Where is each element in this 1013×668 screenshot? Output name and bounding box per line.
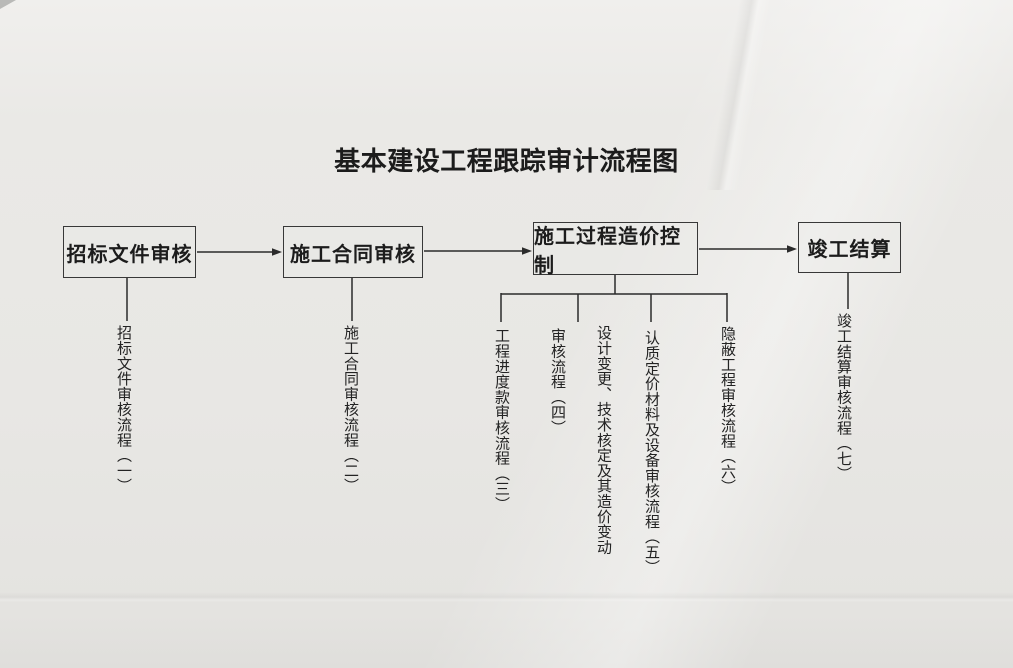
flow-node-label: 施工过程造价控制	[534, 225, 681, 277]
process-label-bidding-document: 招标文件审核流程（一）	[115, 325, 131, 494]
process-label-construction-contract: 施工合同审核流程（二）	[342, 325, 358, 494]
flow-node-label: 招标文件审核	[66, 243, 193, 266]
branch-label-design-change-col-left: 审核流程（四）	[549, 328, 565, 436]
flow-node-label: 竣工结算	[807, 239, 892, 261]
arrowhead-1	[272, 248, 282, 256]
flow-node-construction-cost-control: 施工过程造价控制	[533, 222, 698, 277]
flow-node-construction-contract-review: 施工合同审核	[283, 226, 423, 278]
flow-node-bidding-document-review: 招标文件审核	[63, 226, 196, 278]
branch-label-progress-payment: 工程进度款审核流程（三）	[493, 328, 509, 512]
flow-node-label: 施工合同审核	[290, 243, 416, 266]
arrowhead-2	[522, 247, 532, 255]
process-label-completion-settlement: 竣工结算审核流程（七）	[835, 313, 851, 482]
branch-label-material-equipment: 认质定价材料及设备审核流程（五）	[643, 330, 659, 575]
flow-node-completion-settlement: 竣工结算	[798, 222, 901, 273]
scan-corner-mark	[0, 0, 16, 9]
branch-label-design-change-col-right: 设计变更、技术核定及其造价变动	[595, 325, 611, 555]
diagram-title: 基本建设工程跟踪审计流程图	[334, 147, 679, 176]
branch-label-hidden-works: 隐蔽工程审核流程（六）	[719, 326, 735, 495]
arrowhead-3	[787, 245, 797, 253]
